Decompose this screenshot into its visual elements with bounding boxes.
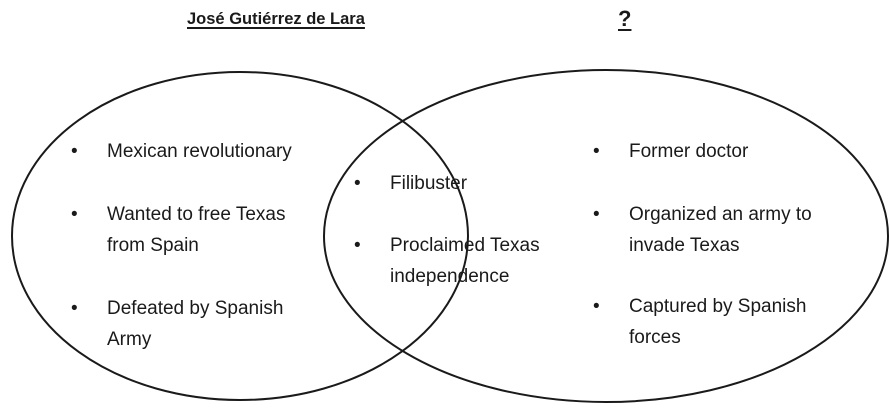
left-set-title: José Gutiérrez de Lara (187, 10, 365, 28)
overlap-item-line: Proclaimed Texas (390, 235, 540, 256)
right-item: • Former doctor (593, 136, 749, 167)
bullet-icon: • (71, 141, 78, 162)
left-item-line: Army (107, 329, 152, 350)
bullet-icon: • (593, 204, 600, 225)
bullet-icon: • (71, 204, 78, 225)
right-item-line: forces (629, 327, 681, 348)
left-item-line: Defeated by Spanish (107, 298, 284, 319)
left-item-line: from Spain (107, 235, 199, 256)
right-item-line: Organized an army to (629, 204, 812, 225)
left-item-line: Mexican revolutionary (107, 141, 292, 162)
bullet-icon: • (71, 298, 78, 319)
left-circle (11, 71, 469, 401)
overlap-item-line: Filibuster (390, 173, 468, 194)
right-item: • Organized an army to invade Texas (593, 199, 812, 261)
bullet-icon: • (593, 141, 600, 162)
left-item: • Wanted to free Texas from Spain (71, 199, 286, 261)
right-item: • Captured by Spanish forces (593, 291, 807, 353)
left-item-line: Wanted to free Texas (107, 204, 286, 225)
bullet-icon: • (593, 296, 600, 317)
left-item: • Defeated by Spanish Army (71, 293, 284, 355)
bullet-icon: • (354, 173, 361, 194)
left-item: • Mexican revolutionary (71, 136, 292, 167)
right-circle (323, 69, 889, 403)
bullet-icon: • (354, 235, 361, 256)
right-item-line: Captured by Spanish (629, 296, 807, 317)
right-item-line: invade Texas (629, 235, 740, 256)
overlap-item-line: independence (390, 266, 510, 287)
overlap-item: • Filibuster (354, 168, 468, 199)
overlap-item: • Proclaimed Texas independence (354, 230, 540, 292)
right-item-line: Former doctor (629, 141, 749, 162)
right-set-title: ? (618, 6, 632, 31)
